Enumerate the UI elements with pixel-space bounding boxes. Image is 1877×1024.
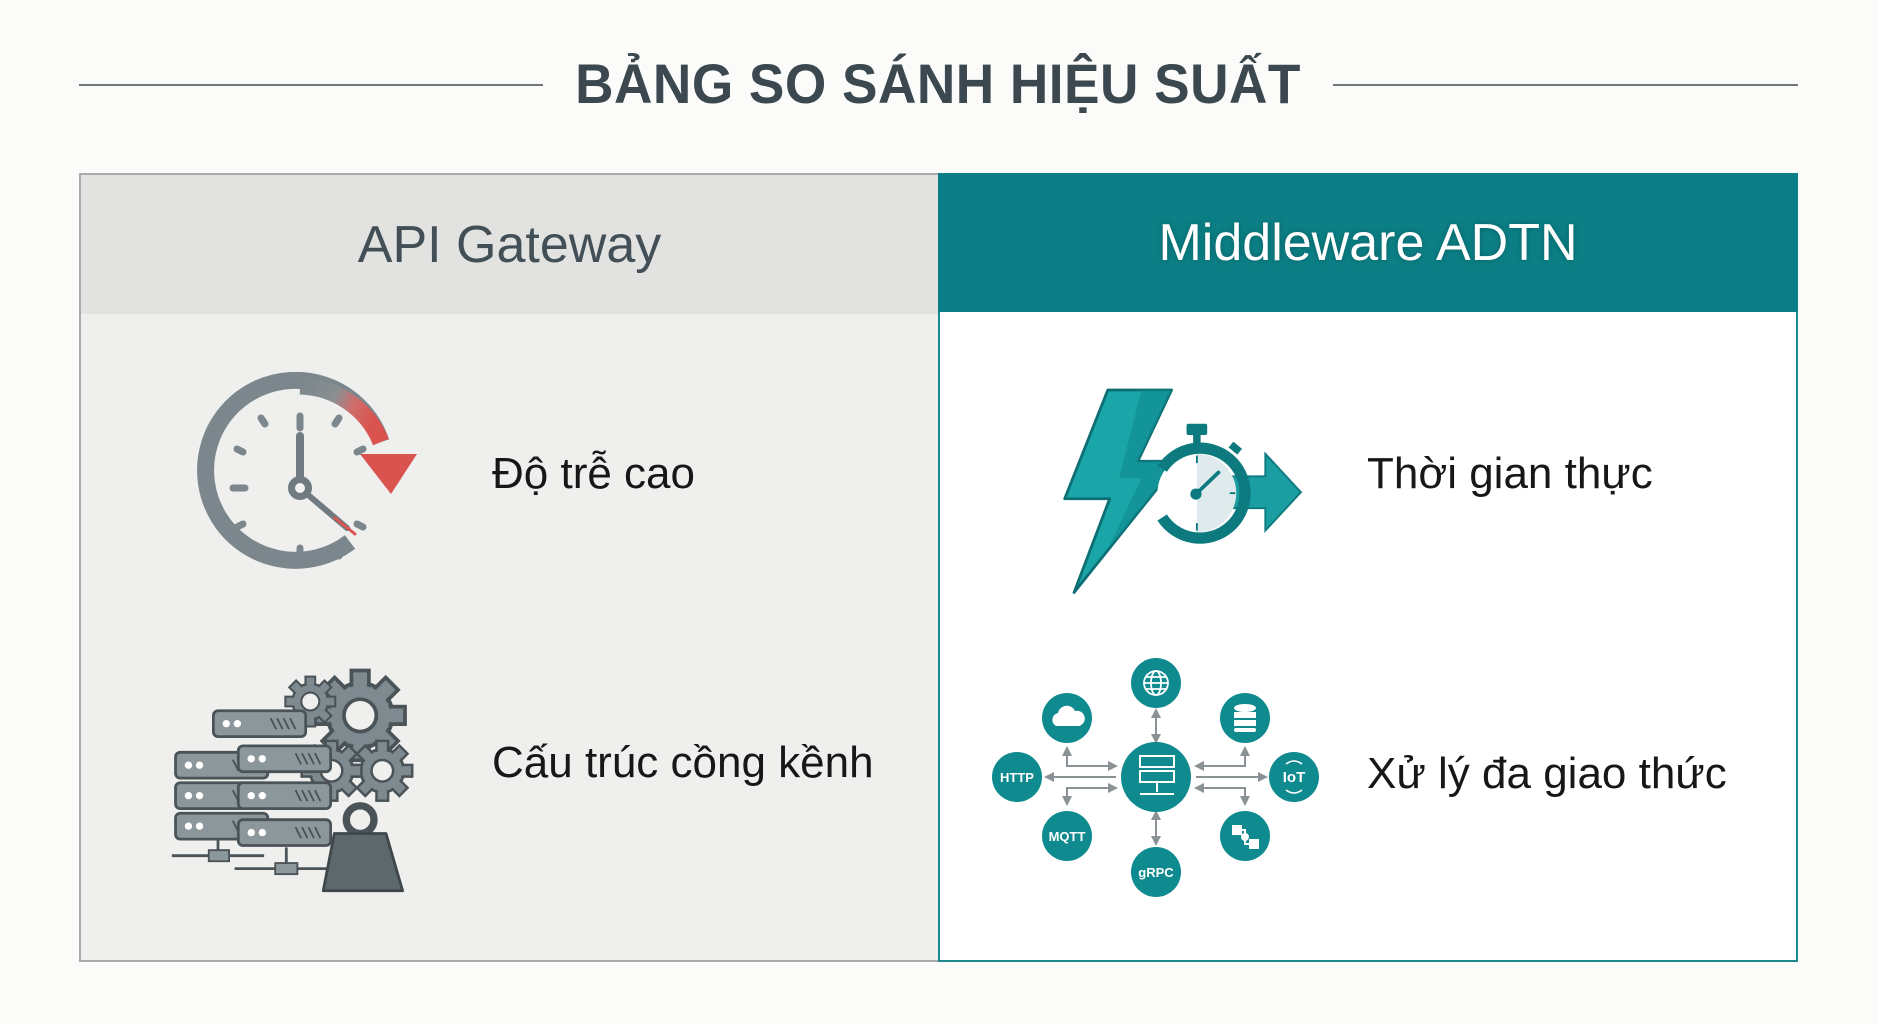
page-title: BẢNG SO SÁNH HIỆU SUẤT [575, 52, 1301, 115]
node-grpc: gRPC [1138, 865, 1174, 880]
column-header-middleware-adtn: Middleware ADTN [938, 173, 1798, 312]
label-bulky-architecture: Cấu trúc cồng kềnh [492, 738, 874, 787]
node-mqtt: MQTT [1049, 829, 1086, 844]
node-http: HTTP [1000, 770, 1034, 785]
title-rule-right [1333, 84, 1798, 86]
label-multi-protocol: Xử lý đa giao thức [1367, 749, 1727, 798]
heavy-servers-gears-icon [171, 668, 414, 893]
label-high-latency: Độ trễ cao [492, 449, 695, 498]
node-iot: IoT [1283, 769, 1306, 786]
delayed-clock-icon [197, 372, 417, 569]
label-real-time: Thời gian thực [1367, 449, 1653, 498]
column-header-api-gateway: API Gateway [81, 175, 938, 314]
multi-protocol-hub-icon: HTTP MQTT gRPC IoT [992, 658, 1319, 897]
lightning-stopwatch-icon [1063, 388, 1303, 594]
title-rule-left [79, 84, 543, 86]
